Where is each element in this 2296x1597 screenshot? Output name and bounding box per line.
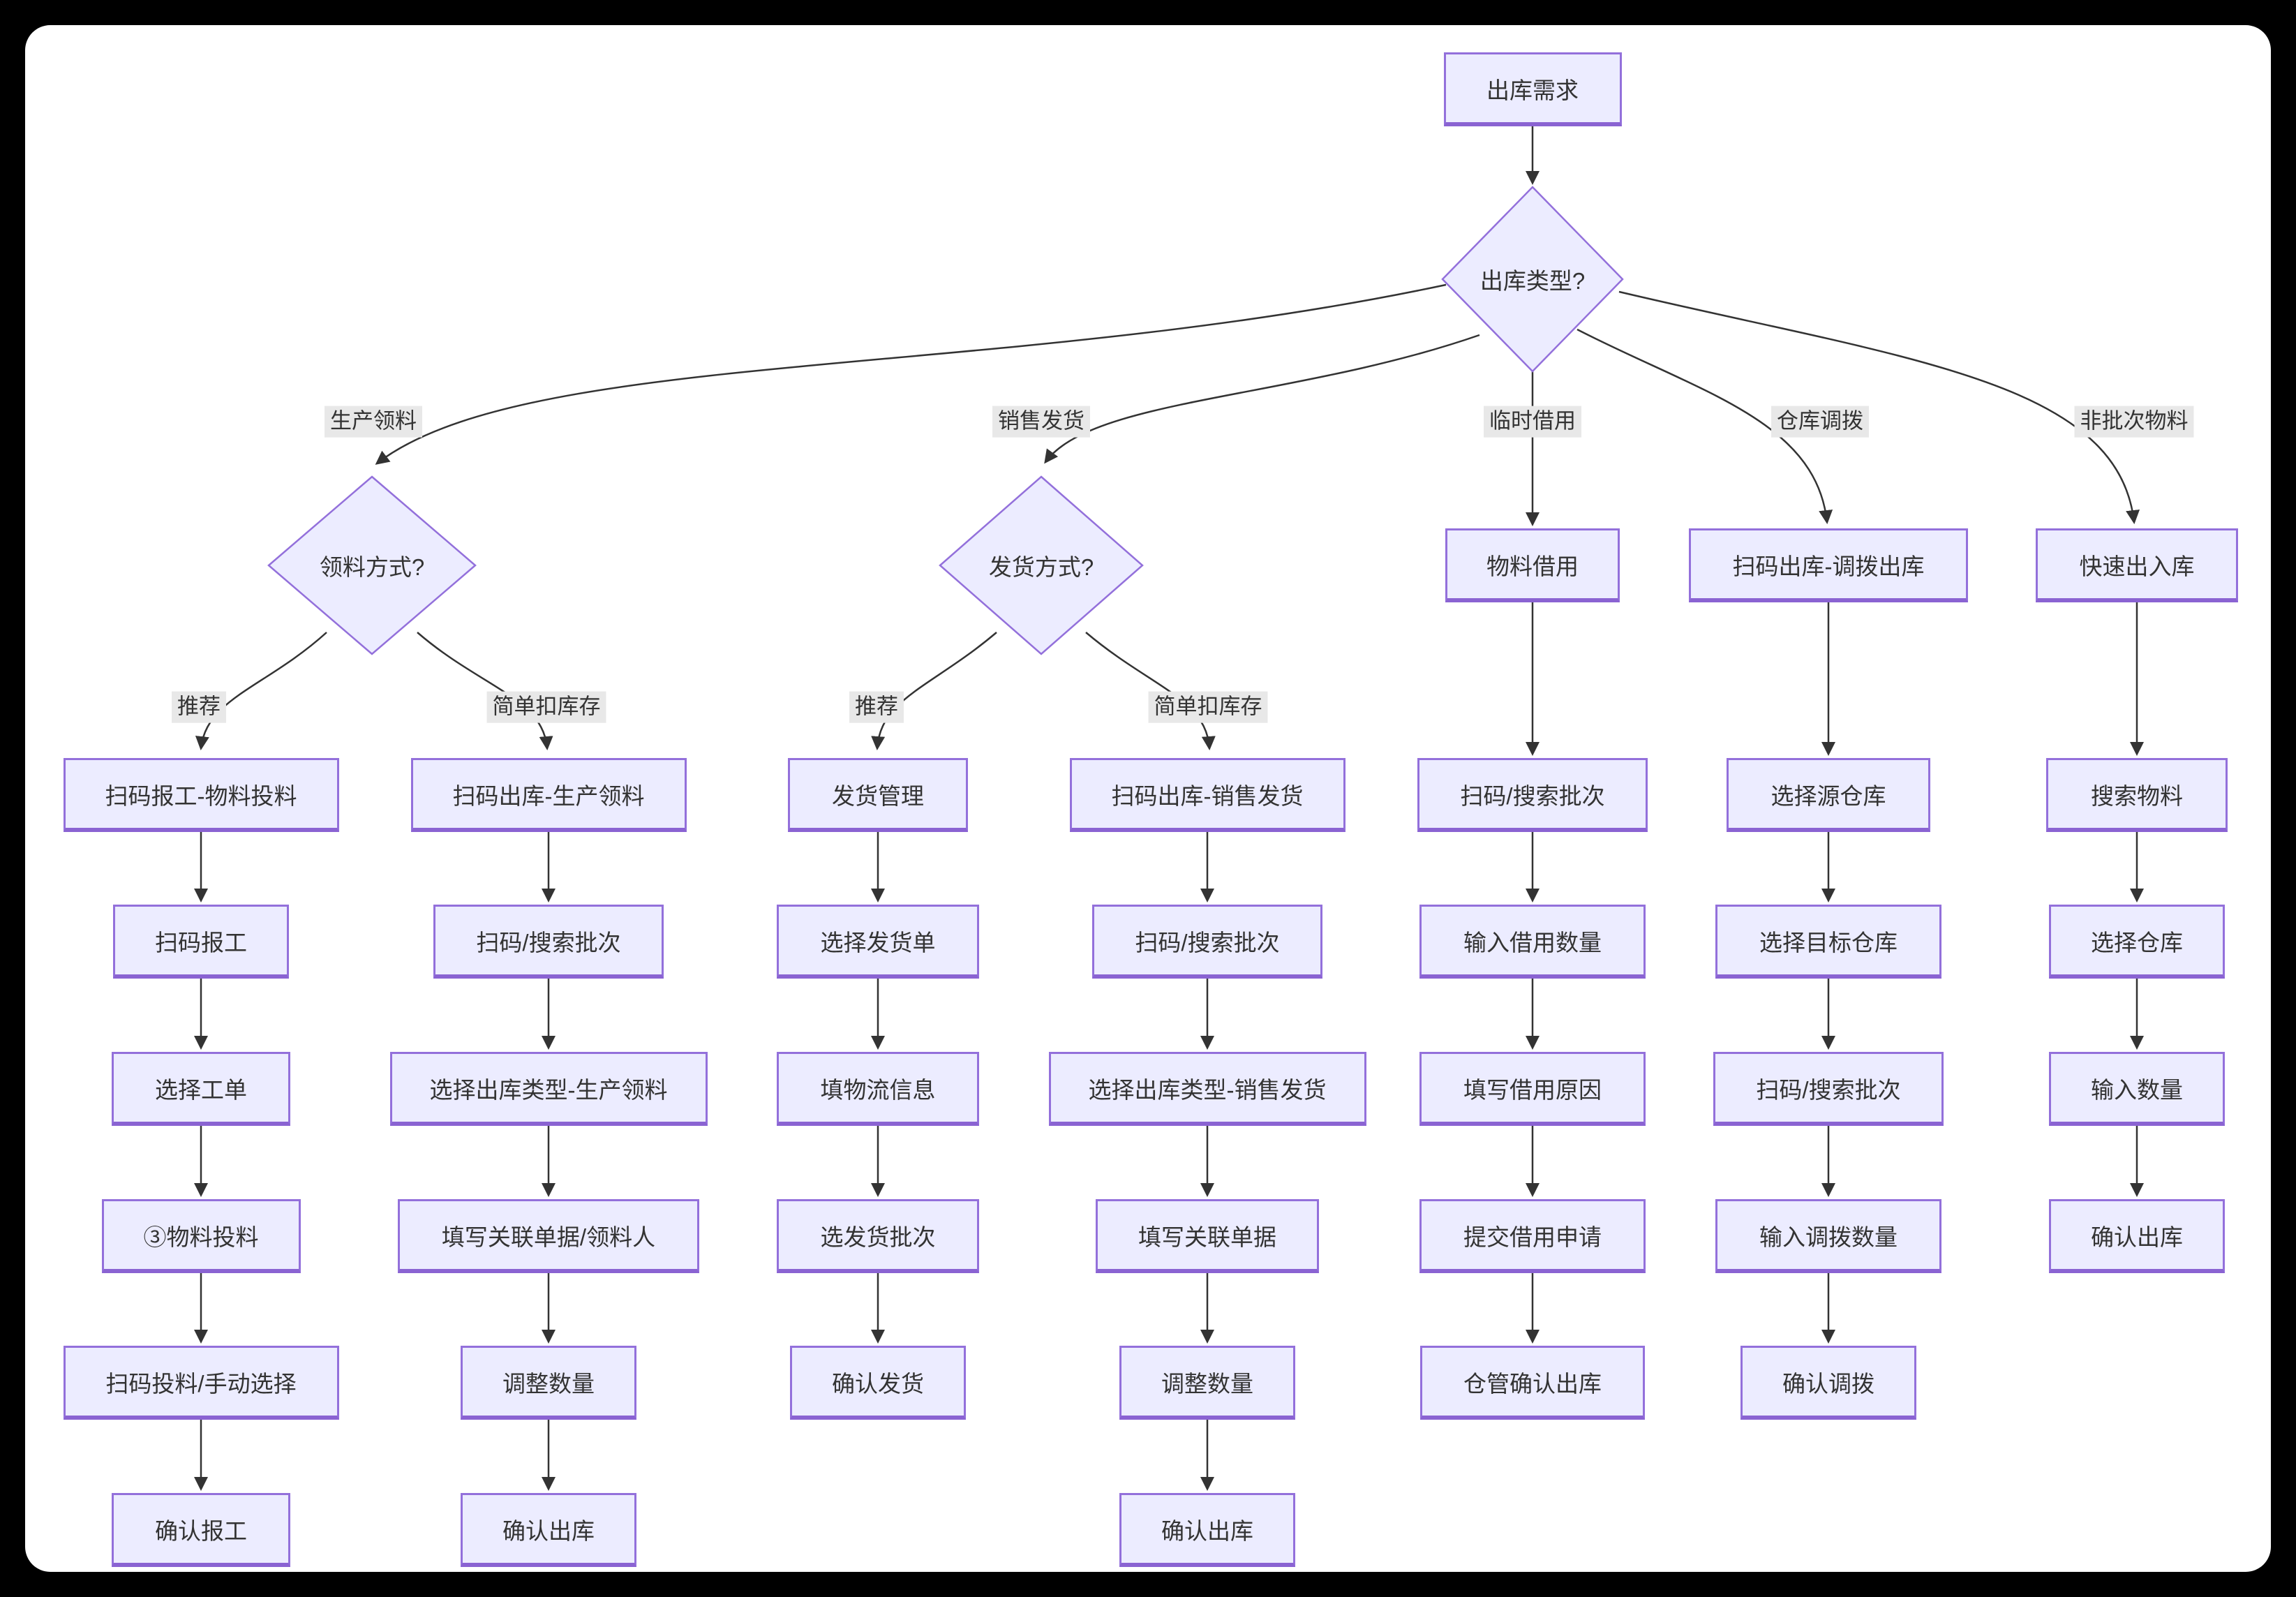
edge-outbound-type-quick-in-out bbox=[1618, 290, 2140, 524]
node-adjust-qty-production: 调整数量 bbox=[461, 1346, 636, 1420]
node-submit-borrow-request: 提交借用申请 bbox=[1419, 1199, 1646, 1273]
node-shipping-method: 发货方式? bbox=[988, 554, 1094, 580]
edge-outbound-type-shipping-method bbox=[1044, 334, 1480, 464]
edge-label-shipping-method-scan-out-sales: 简单扣库存 bbox=[1148, 691, 1268, 723]
node-scan-search-batch-borrow: 扫码/搜索批次 bbox=[1417, 758, 1648, 832]
node-select-source-warehouse: 选择源仓库 bbox=[1727, 758, 1930, 832]
node-shipping-method-shape bbox=[939, 475, 1144, 655]
node-material-borrow: 物料借用 bbox=[1445, 528, 1620, 602]
edge-picking-method-scan-out-production bbox=[417, 632, 553, 750]
node-outbound-type-shape bbox=[1441, 186, 1624, 373]
node-search-material: 搜索物料 bbox=[2046, 758, 2228, 832]
node-fill-related-doc: 填写关联单据 bbox=[1096, 1199, 1319, 1273]
node-scan-search-batch-sales: 扫码/搜索批次 bbox=[1092, 905, 1322, 979]
node-enter-transfer-qty: 输入调拨数量 bbox=[1715, 1199, 1941, 1273]
node-fill-related-doc-picker: 填写关联单据/领料人 bbox=[398, 1199, 699, 1273]
node-fill-borrow-reason: 填写借用原因 bbox=[1419, 1052, 1646, 1126]
node-confirm-report: 确认报工 bbox=[112, 1493, 290, 1567]
edge-outbound-type-picking-method bbox=[375, 283, 1447, 465]
edge-label-outbound-type-picking-method: 生产领料 bbox=[325, 406, 422, 438]
node-select-shipping-order: 选择发货单 bbox=[777, 905, 979, 979]
edge-label-picking-method-scan-out-production: 简单扣库存 bbox=[486, 691, 606, 723]
edge-label-outbound-type-scan-out-transfer: 仓库调拨 bbox=[1771, 406, 1869, 438]
node-confirm-transfer: 确认调拨 bbox=[1740, 1346, 1916, 1420]
node-confirm-outbound-production: 确认出库 bbox=[461, 1493, 636, 1567]
edge-label-outbound-type-shipping-method: 销售发货 bbox=[992, 406, 1090, 438]
edge-label-outbound-type-material-borrow: 临时借用 bbox=[1484, 406, 1581, 438]
node-select-target-warehouse: 选择目标仓库 bbox=[1715, 905, 1941, 979]
node-select-work-order: 选择工单 bbox=[112, 1052, 290, 1126]
node-select-shipping-batch: 选发货批次 bbox=[777, 1199, 979, 1273]
node-enter-borrow-qty: 输入借用数量 bbox=[1419, 905, 1646, 979]
edge-outbound-type-scan-out-transfer bbox=[1576, 328, 1833, 524]
edge-picking-method-scan-report-feed bbox=[195, 632, 327, 750]
node-shipping-mgmt: 发货管理 bbox=[788, 758, 968, 832]
node-scan-feed-manual: 扫码投料/手动选择 bbox=[63, 1346, 339, 1420]
node-confirm-outbound-quick: 确认出库 bbox=[2049, 1199, 2225, 1273]
node-confirm-outbound-sales: 确认出库 bbox=[1119, 1493, 1295, 1567]
edge-shipping-method-scan-out-sales bbox=[1085, 632, 1216, 750]
node-scan-report: 扫码报工 bbox=[113, 905, 289, 979]
node-fill-logistics-info: 填物流信息 bbox=[777, 1052, 979, 1126]
node-confirm-shipping: 确认发货 bbox=[790, 1346, 966, 1420]
diamond-shapes bbox=[267, 186, 1624, 655]
node-scan-out-sales: 扫码出库-销售发货 bbox=[1069, 758, 1345, 832]
node-picking-method: 领料方式? bbox=[319, 554, 425, 580]
node-select-outbound-type-production: 选择出库类型-生产领料 bbox=[389, 1052, 708, 1126]
node-enter-qty: 输入数量 bbox=[2049, 1052, 2225, 1126]
edge-label-shipping-method-shipping-mgmt: 推荐 bbox=[849, 691, 904, 723]
node-warehouse-confirm-outbound: 仓管确认出库 bbox=[1420, 1346, 1645, 1420]
node-picking-method-shape bbox=[267, 475, 477, 655]
node-scan-out-production: 扫码出库-生产领料 bbox=[410, 758, 687, 832]
node-select-warehouse: 选择仓库 bbox=[2049, 905, 2225, 979]
node-outbound-demand: 出库需求 bbox=[1443, 52, 1622, 126]
node-scan-search-batch-production: 扫码/搜索批次 bbox=[433, 905, 664, 979]
node-scan-out-transfer: 扫码出库-调拨出库 bbox=[1689, 528, 1968, 602]
node-adjust-qty-sales: 调整数量 bbox=[1119, 1346, 1295, 1420]
node-quick-in-out: 快速出入库 bbox=[2036, 528, 2238, 602]
edge-label-outbound-type-quick-in-out: 非批次物料 bbox=[2074, 406, 2194, 438]
node-scan-report-feed: 扫码报工-物料投料 bbox=[63, 758, 339, 832]
node-outbound-type: 出库类型? bbox=[1479, 268, 1586, 294]
edge-label-picking-method-scan-report-feed: 推荐 bbox=[172, 691, 226, 723]
node-material-feeding: ③物料投料 bbox=[101, 1199, 301, 1273]
node-scan-search-batch-transfer: 扫码/搜索批次 bbox=[1713, 1052, 1944, 1126]
edge-shipping-method-shipping-mgmt bbox=[871, 632, 997, 750]
node-select-outbound-type-sales: 选择出库类型-销售发货 bbox=[1048, 1052, 1366, 1126]
